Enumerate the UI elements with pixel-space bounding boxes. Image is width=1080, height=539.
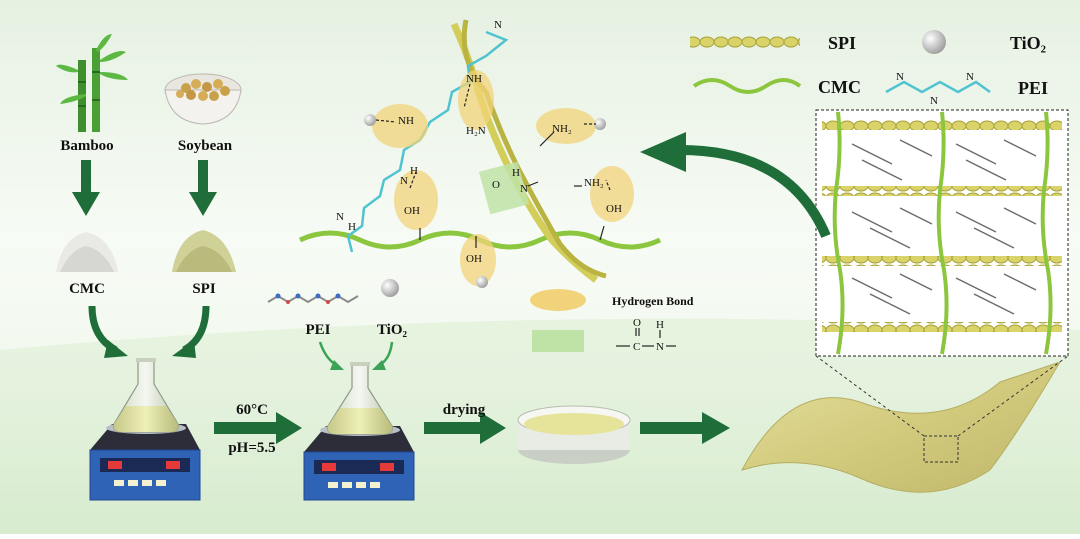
drying-label: drying (443, 402, 486, 418)
mol-oh-bottom: OH (466, 253, 482, 265)
mol-h-end: H (348, 221, 356, 233)
spi-powder-icon (172, 230, 236, 272)
tio2-ball-icon (381, 279, 399, 297)
arrow-to-film (640, 412, 730, 444)
hbond-6 (460, 234, 496, 286)
bamboo-label: Bamboo (60, 138, 113, 154)
network-box (815, 109, 1069, 357)
pei-molecule-icon (267, 293, 359, 304)
arrow-spi-head (172, 340, 196, 358)
mol-oh-right: OH (606, 203, 622, 215)
legend-pei-n1: N (896, 71, 904, 83)
legend-spi-symbol (690, 36, 800, 48)
legend-hbond-label: Hydrogen Bond (612, 294, 694, 308)
mol-h2n: H₂N (466, 125, 486, 137)
arrow-pei-head (330, 360, 344, 370)
arrow-cmc-head (104, 340, 128, 358)
film-zoom-box (923, 435, 959, 463)
legend-cmc-symbol (692, 78, 802, 94)
stirrer-2 (303, 424, 415, 501)
legend-spi-label: SPI (828, 33, 856, 53)
legend-amide-structure (616, 328, 676, 347)
mol-n-end-left: N (336, 211, 344, 223)
arrow-drying (424, 412, 506, 444)
legend-tio2-label: TiO₂ (1010, 33, 1046, 53)
cmc-powder-icon (56, 232, 118, 272)
soybean-label: Soybean (178, 138, 233, 154)
mol-n-end-top: N (494, 19, 502, 31)
hbond-4 (394, 170, 438, 230)
zoom-line-left (815, 355, 925, 437)
arrow-tio2-head (372, 360, 386, 370)
mol-nh2-b: NH₂ (552, 123, 572, 135)
mol-nh-top: NH (466, 73, 482, 85)
tio2-ball-mol-2 (594, 118, 606, 130)
bamboo-icon (56, 34, 128, 132)
stirrer-1 (89, 422, 201, 501)
mol-n-left: N (400, 175, 408, 187)
mol-h-left: H (410, 165, 418, 177)
arrow-network-to-molecule (679, 145, 831, 238)
molecule-diagram: N NH H₂N NH₂ NH N H OH O H N NH₂ OH OH N… (298, 19, 662, 288)
spi-label: SPI (192, 281, 216, 297)
legend-amide-symbol (532, 330, 584, 352)
legend-pei-n3: N (966, 71, 974, 83)
legend-amide-n: N (656, 341, 664, 353)
arrow-soybean-down (189, 160, 217, 216)
zoom-line-right (957, 355, 1069, 437)
legend-tio2-symbol (922, 30, 946, 54)
legend-hbond-symbol (530, 289, 586, 311)
legend-pei-label: PEI (1018, 78, 1048, 98)
petri-dish-icon (517, 405, 631, 464)
tio2-label: TiO₂ (377, 322, 408, 338)
arrow-heat (214, 412, 302, 444)
arrow-network-head (640, 132, 686, 172)
legend-amide-h: H (656, 319, 664, 331)
legend-cmc-label: CMC (818, 77, 861, 97)
mol-amide-n: N (520, 183, 528, 195)
cmc-label: CMC (69, 281, 105, 297)
film-sheet (740, 361, 1062, 493)
legend-pei-n2: N (930, 95, 938, 107)
mol-amide-o: O (492, 179, 500, 191)
amide-box (478, 161, 530, 215)
soybean-icon (164, 73, 242, 125)
mol-nh2-c: NH₂ (584, 177, 604, 189)
hbond-5 (590, 166, 634, 222)
pei-label: PEI (305, 322, 330, 338)
legend-amide-c: C (633, 341, 640, 353)
legend-pei-symbol (885, 80, 991, 94)
flask-1 (113, 358, 179, 433)
arrow-bamboo-down (72, 160, 100, 216)
temperature-label: 60°C (236, 402, 268, 418)
mol-nh-mid: NH (398, 115, 414, 127)
ph-label: pH=5.5 (228, 440, 275, 456)
flask-2 (327, 362, 393, 435)
legend-amide-o: O (633, 317, 641, 329)
tio2-ball-mol-1 (364, 114, 376, 126)
mol-oh-left: OH (404, 205, 420, 217)
tio2-ball-mol-3 (476, 276, 488, 288)
mol-amide-h: H (512, 167, 520, 179)
hbond-1 (458, 70, 494, 130)
hbond-2 (372, 104, 428, 148)
